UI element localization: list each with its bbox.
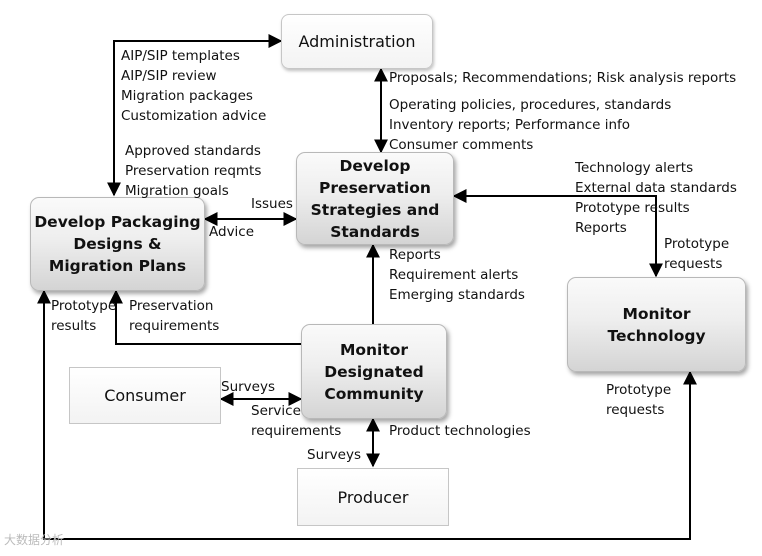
develop-preservation-line-4: Standards [330,222,420,241]
consumer-label: Consumer [104,386,186,405]
administration-label: Administration [298,32,416,51]
flow-label: requests [664,256,723,272]
prototype-results-label: Prototype results [51,296,116,336]
advice-label: Advice [209,224,255,240]
flow-label: Requirement alerts [389,267,519,283]
admin-to-packaging-flows: AIP/SIP templates AIP/SIP review Migrati… [121,46,266,126]
producer-label: Producer [337,487,409,507]
flow-label: Migration packages [121,88,253,104]
flow-label: requirements [251,423,342,439]
flow-label: Preservation [129,298,214,314]
tech-to-strategy-flows: Technology alerts External data standard… [575,158,737,238]
preservation-requirements-label: Preservation requirements [129,296,219,336]
monitor-technology-line-1: Monitor [622,304,691,323]
issues-label: Issues [251,196,293,212]
flow-label: Prototype [606,382,672,398]
flow-label: Prototype results [575,200,690,216]
surveys-producer-label: Surveys [307,447,361,463]
surveys-consumer-label: Surveys [221,379,275,395]
develop-preservation-line-3: Strategies and [310,200,440,219]
community-to-strategy-flows: Reports Requirement alerts Emerging stan… [389,245,525,305]
develop-preservation-box: Develop Preservation Strategies and Stan… [296,152,454,245]
flow-label: AIP/SIP review [121,68,217,84]
flow-label: Emerging standards [389,287,525,303]
tech-prototype-requests-bottom: Prototype requests [606,380,671,420]
admin-to-strategy-flows: Proposals; Recommendations; Risk analysi… [389,68,736,88]
develop-preservation-line-2: Preservation [319,178,431,197]
develop-packaging-line-3: Migration Plans [48,257,187,275]
arrow-prototype-loop [37,289,697,540]
flow-label: AIP/SIP templates [121,48,240,64]
arrow-tech-strategy [452,189,663,278]
flow-label: Operating policies, procedures, standard… [389,97,672,113]
flow-label: requirements [129,318,220,334]
packaging-to-admin-flows: Approved standards Preservation reqmts M… [125,141,261,201]
flow-label: Reports [575,220,627,236]
monitor-community-line-3: Community [324,384,424,403]
strategy-to-admin-flows: Operating policies, procedures, standard… [389,95,671,155]
flow-label: requests [606,402,665,418]
flow-label: Service [251,403,301,419]
flow-label: Prototype [664,236,730,252]
flow-label: External data standards [575,180,737,196]
flow-label: Approved standards [125,143,261,159]
flow-label: Preservation reqmts [125,163,262,179]
watermark: 大数据分析 [4,533,65,547]
product-technologies-label: Product technologies [389,423,531,439]
flow-label: Migration goals [125,183,229,199]
administration-box: Administration [281,14,433,69]
flow-label: results [51,318,97,334]
monitor-community-line-2: Designated [324,362,424,381]
develop-preservation-line-1: Develop [339,156,411,175]
monitor-technology-line-2: Technology [607,326,706,345]
flow-label: Proposals; Recommendations; Risk analysi… [389,70,737,86]
develop-packaging-box: Develop Packaging Designs & Migration Pl… [30,197,205,291]
consumer-box: Consumer [69,367,221,424]
develop-packaging-line-1: Develop Packaging [34,213,201,231]
flow-label: Consumer comments [389,137,534,153]
flow-label: Reports [389,247,441,263]
develop-packaging-line-2: Designs & [73,235,162,253]
monitor-community-line-1: Monitor [339,340,409,359]
flow-label: Customization advice [121,108,267,124]
monitor-community-box: Monitor Designated Community [301,324,447,419]
monitor-technology-box: Monitor Technology [567,277,746,372]
arrow-admin-packaging [107,34,283,197]
producer-box: Producer [297,468,449,526]
flow-label: Prototype [51,298,117,314]
service-requirements-label: Service requirements [251,401,341,441]
flow-label: Technology alerts [575,160,694,176]
tech-prototype-requests-top: Prototype requests [664,234,729,274]
flow-label: Inventory reports; Performance info [389,117,631,133]
